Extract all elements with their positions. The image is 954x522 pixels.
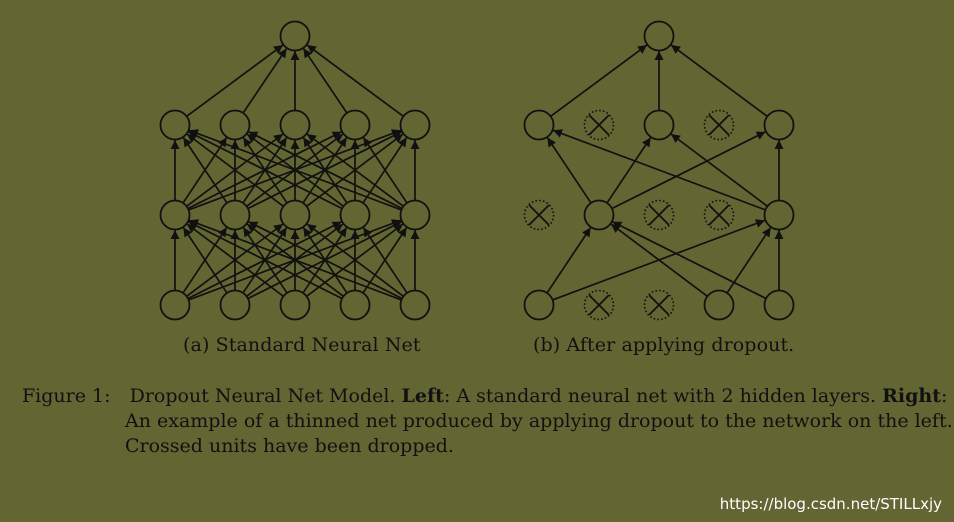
connection-arrow <box>606 137 652 204</box>
dropped-unit-hidden2 <box>583 109 615 141</box>
connection-arrow <box>612 220 767 300</box>
unit-hidden2 <box>643 109 675 141</box>
dropout-net-units <box>523 20 795 321</box>
dropped-unit-input <box>643 289 675 321</box>
unit-hidden1 <box>763 199 795 231</box>
connection-arrow <box>242 47 288 114</box>
connection-arrow <box>362 137 408 204</box>
caption-text-1: Dropout Neural Net Model. <box>129 385 396 407</box>
caption-line-2: An example of a thinned net produced by … <box>125 410 953 432</box>
dropout-net-edges <box>546 44 784 301</box>
standard-net-edges <box>170 44 420 301</box>
connection-arrow <box>670 133 768 207</box>
subcaption-standard-net: (a) Standard Neural Net <box>183 334 421 356</box>
connection-arrow <box>186 44 284 118</box>
unit-hidden2 <box>279 109 311 141</box>
unit-hidden2 <box>339 109 371 141</box>
caption-text-3: : <box>941 385 948 407</box>
caption-left-bold: Left <box>401 385 444 407</box>
unit-hidden1 <box>279 199 311 231</box>
standard-net-units <box>159 20 431 321</box>
dropped-unit-hidden1 <box>703 199 735 231</box>
unit-hidden2 <box>763 109 795 141</box>
connection-arrow <box>306 133 404 207</box>
connection-arrow <box>610 223 708 297</box>
unit-input <box>219 289 251 321</box>
unit-hidden1 <box>219 199 251 231</box>
standard-net-panel <box>159 20 431 321</box>
unit-input <box>399 289 431 321</box>
source-watermark: https://blog.csdn.net/STILLxjy <box>719 495 942 513</box>
unit-hidden2 <box>399 109 431 141</box>
connection-arrow <box>188 220 343 300</box>
unit-hidden2 <box>219 109 251 141</box>
connection-arrow <box>248 220 403 300</box>
dropped-unit-hidden1 <box>523 199 555 231</box>
connection-arrow <box>248 130 403 210</box>
connection-arrow <box>306 44 404 118</box>
caption-text-2: : A standard neural net with 2 hidden la… <box>443 385 877 407</box>
connection-arrow <box>188 130 343 210</box>
unit-output <box>279 20 311 52</box>
connection-arrow <box>546 137 592 204</box>
unit-output <box>643 20 675 52</box>
unit-input <box>159 289 191 321</box>
caption-right-bold: Right <box>882 385 941 407</box>
caption-line-3: Crossed units have been dropped. <box>125 435 454 457</box>
connection-arrow <box>611 130 766 210</box>
connection-arrow <box>302 47 348 114</box>
unit-input <box>523 289 555 321</box>
dropped-unit-input <box>583 289 615 321</box>
subcaption-dropout-net: (b) After applying dropout. <box>533 334 795 356</box>
connection-arrow <box>546 227 592 294</box>
connection-arrow <box>182 137 228 204</box>
unit-input <box>279 289 311 321</box>
unit-input <box>339 289 371 321</box>
unit-hidden1 <box>159 199 191 231</box>
connection-arrow <box>188 129 402 211</box>
unit-hidden2 <box>523 109 555 141</box>
caption-line-1: Figure 1: Dropout Neural Net Model. Left… <box>22 384 947 409</box>
caption-figure-label: Figure 1: <box>22 385 111 407</box>
connection-arrow <box>550 44 648 118</box>
connection-arrow <box>186 223 284 297</box>
connection-arrow <box>670 44 768 118</box>
connection-arrow <box>306 223 404 297</box>
dropped-unit-hidden2 <box>703 109 735 141</box>
dropped-unit-hidden1 <box>643 199 675 231</box>
dropout-net-panel <box>523 20 795 321</box>
connection-arrow <box>552 129 766 211</box>
connection-arrow <box>186 133 284 207</box>
unit-input <box>703 289 735 321</box>
connection-arrow <box>182 227 228 294</box>
unit-hidden2 <box>159 109 191 141</box>
connection-arrow <box>362 227 408 294</box>
unit-input <box>763 289 795 321</box>
unit-hidden1 <box>583 199 615 231</box>
connection-arrow <box>188 219 402 301</box>
unit-hidden1 <box>399 199 431 231</box>
unit-hidden1 <box>339 199 371 231</box>
